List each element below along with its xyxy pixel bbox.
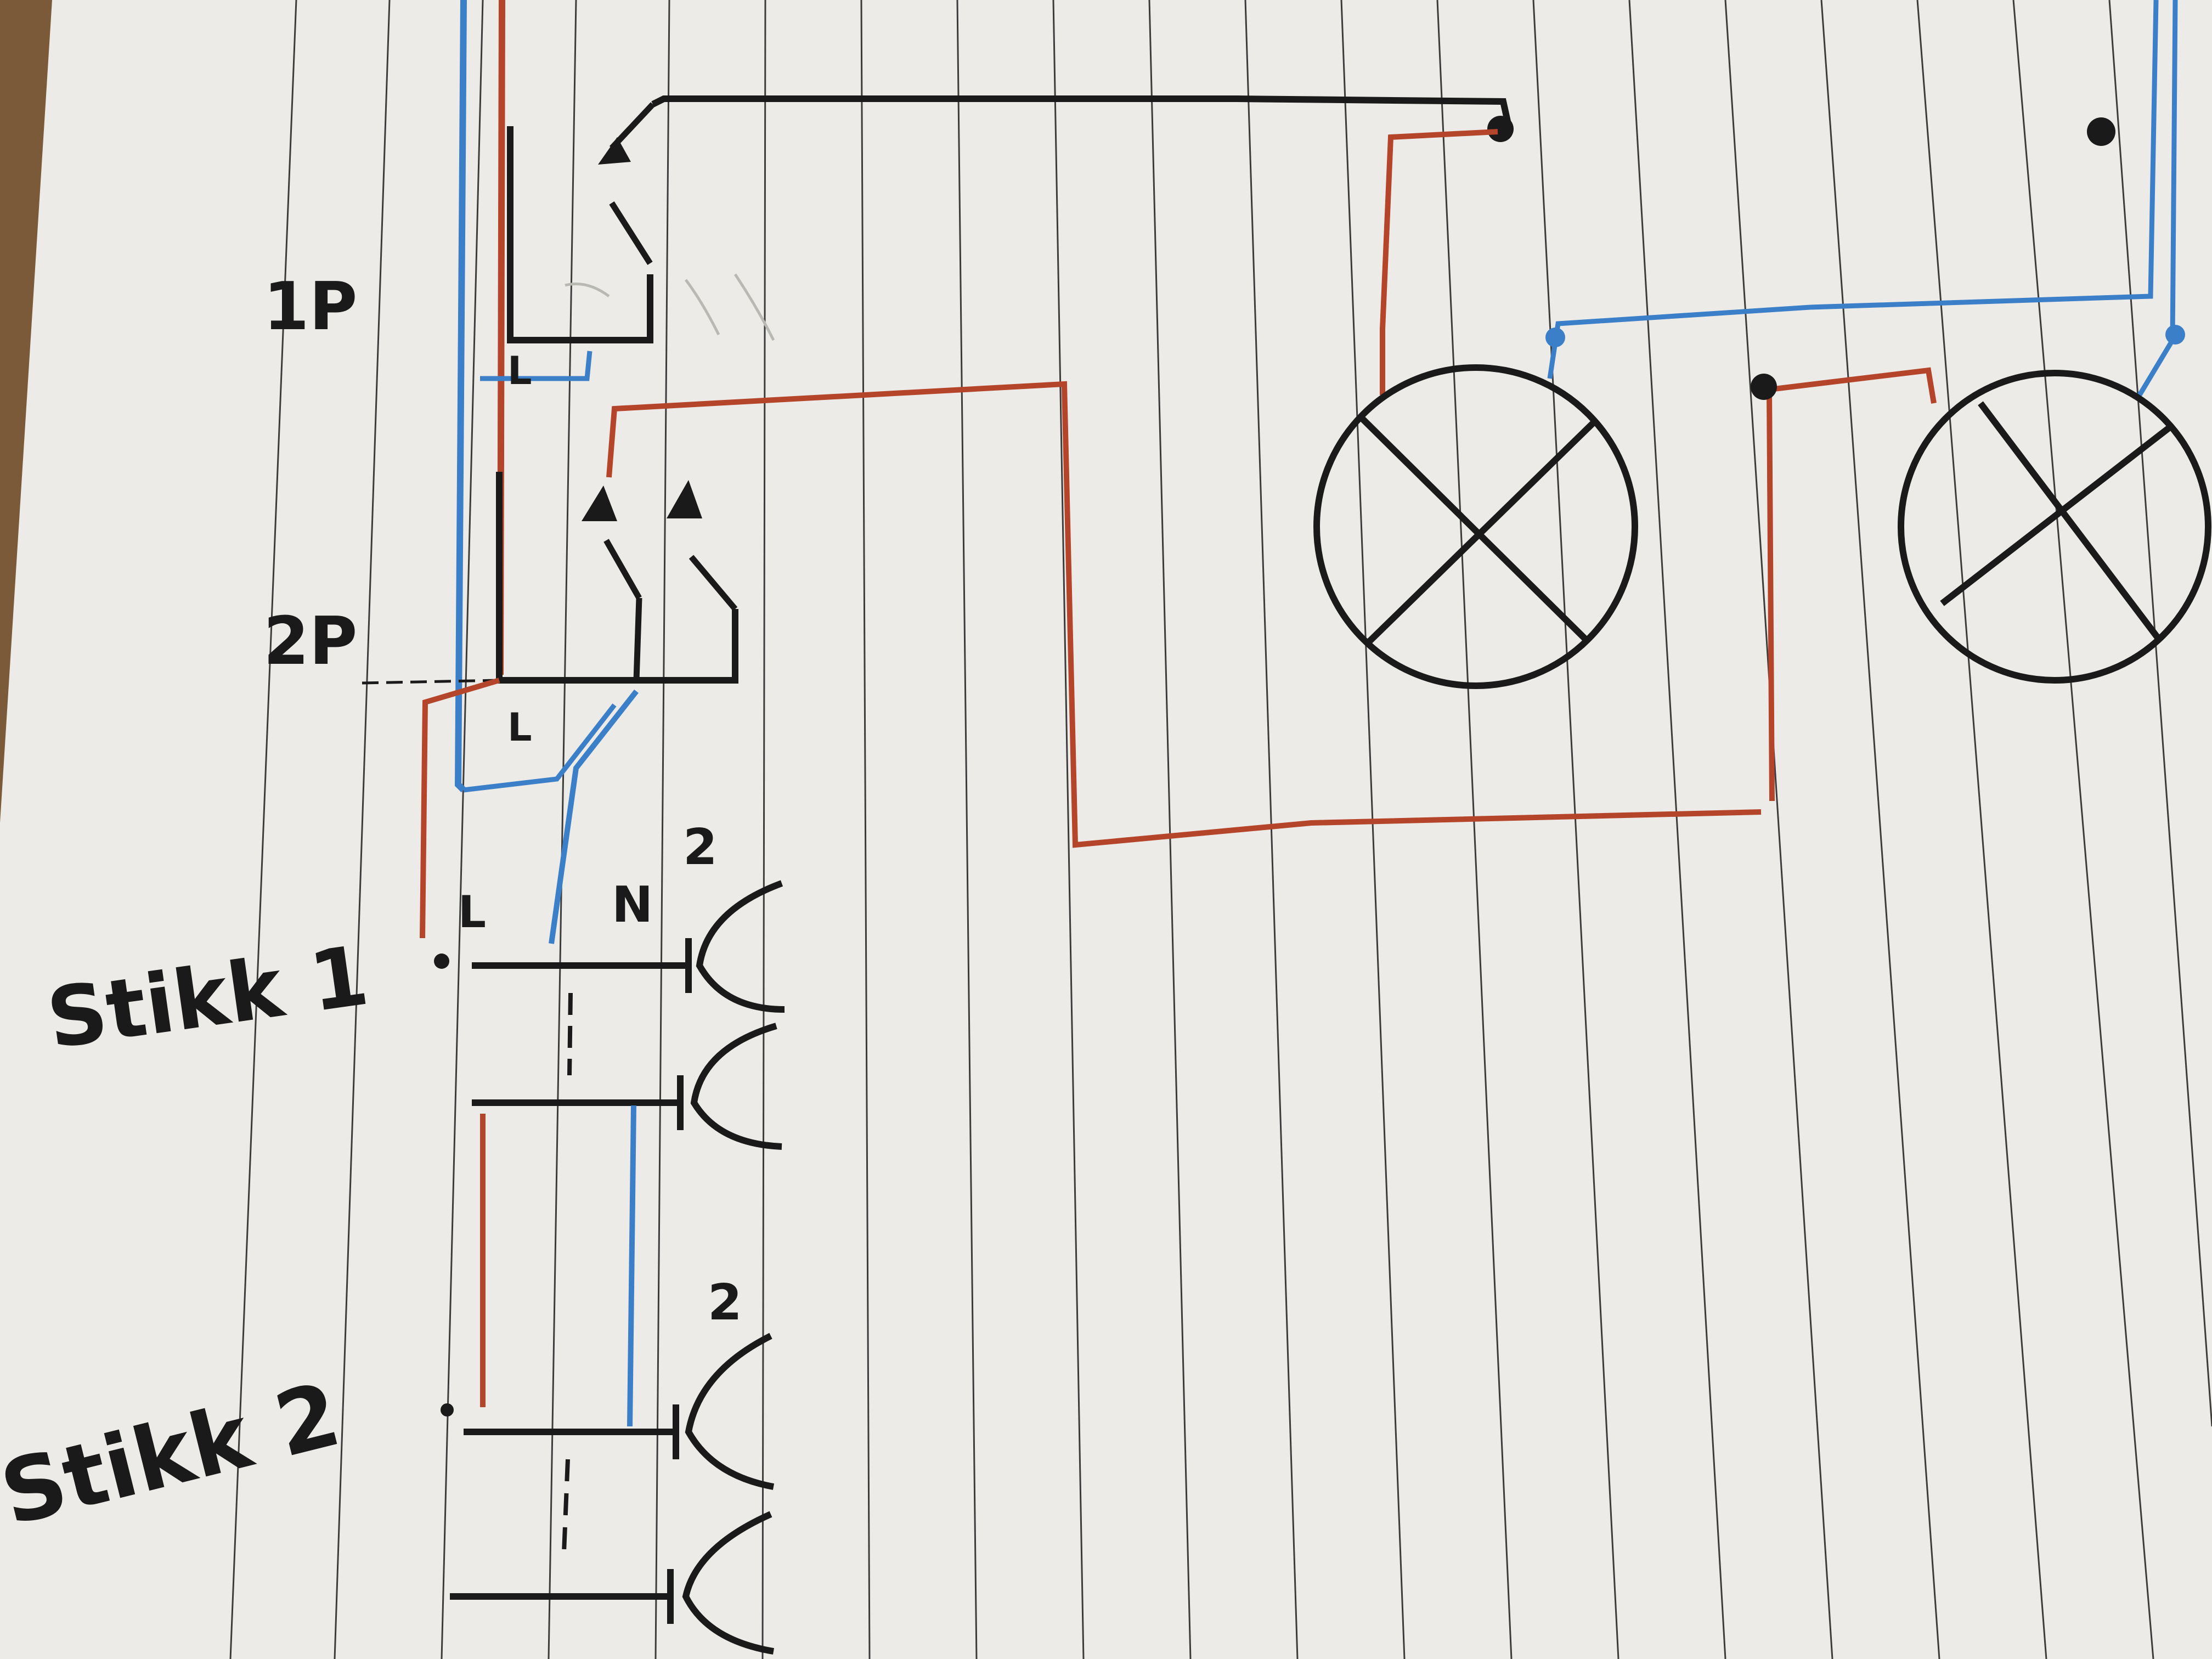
- junction-dot: [434, 953, 449, 969]
- breaker-1p: [480, 102, 775, 381]
- lamp-live-wire: [606, 381, 1762, 848]
- breaker-2p: [362, 472, 738, 685]
- lamp-2-live-wire: [1766, 367, 1937, 802]
- ruled-lines: [229, 0, 2212, 1659]
- socket-outlet-icon: [696, 880, 785, 1013]
- breaker-2p-terminal-icon: [667, 480, 702, 518]
- outlet-1-poles-label: 2: [683, 819, 718, 876]
- socket-outlet-icon: [685, 1333, 775, 1490]
- switched-live-wire: [651, 95, 1512, 127]
- lamp-2: [1898, 370, 2211, 684]
- junction-dot: [1545, 328, 1565, 347]
- neutral-return-wire: [463, 703, 617, 793]
- socket-outlet-icon: [690, 1023, 782, 1150]
- outlet-neutral-label: N: [612, 876, 653, 934]
- breaker-2p-terminal-icon: [582, 486, 617, 521]
- breaker-1p-label: 1P: [263, 269, 357, 345]
- live-1p-label: L: [507, 348, 532, 393]
- breaker-2p-label: 2P: [263, 603, 357, 680]
- outlet-neutral-wire: [549, 689, 639, 944]
- socket-outlet-icon: [682, 1511, 774, 1655]
- lamp-cross-circle-icon: [1898, 370, 2211, 684]
- outlet-2-poles-label: 2: [708, 1274, 742, 1331]
- neutral-feed-wire: [454, 0, 467, 793]
- live-2p-label: L: [507, 705, 532, 750]
- junction-dot: [2087, 117, 2115, 146]
- lamp-cross-circle-icon: [1313, 364, 1638, 689]
- lamp-1: [1313, 364, 1638, 689]
- outlet-2-neutral-wire: [627, 1105, 636, 1427]
- outlet-2: [441, 1333, 775, 1655]
- junction-dot: [1487, 116, 1514, 142]
- outlet-live-label: L: [458, 887, 486, 938]
- outlet-1: [434, 880, 785, 1150]
- junction-dot: [2165, 325, 2185, 345]
- breaker-1p-terminal-icon: [598, 137, 631, 165]
- lamp-1-feed-wire: [1380, 129, 1498, 395]
- junction-dot: [441, 1403, 454, 1417]
- junction-dot: [1751, 374, 1777, 400]
- outlet-live-wire: [420, 678, 500, 939]
